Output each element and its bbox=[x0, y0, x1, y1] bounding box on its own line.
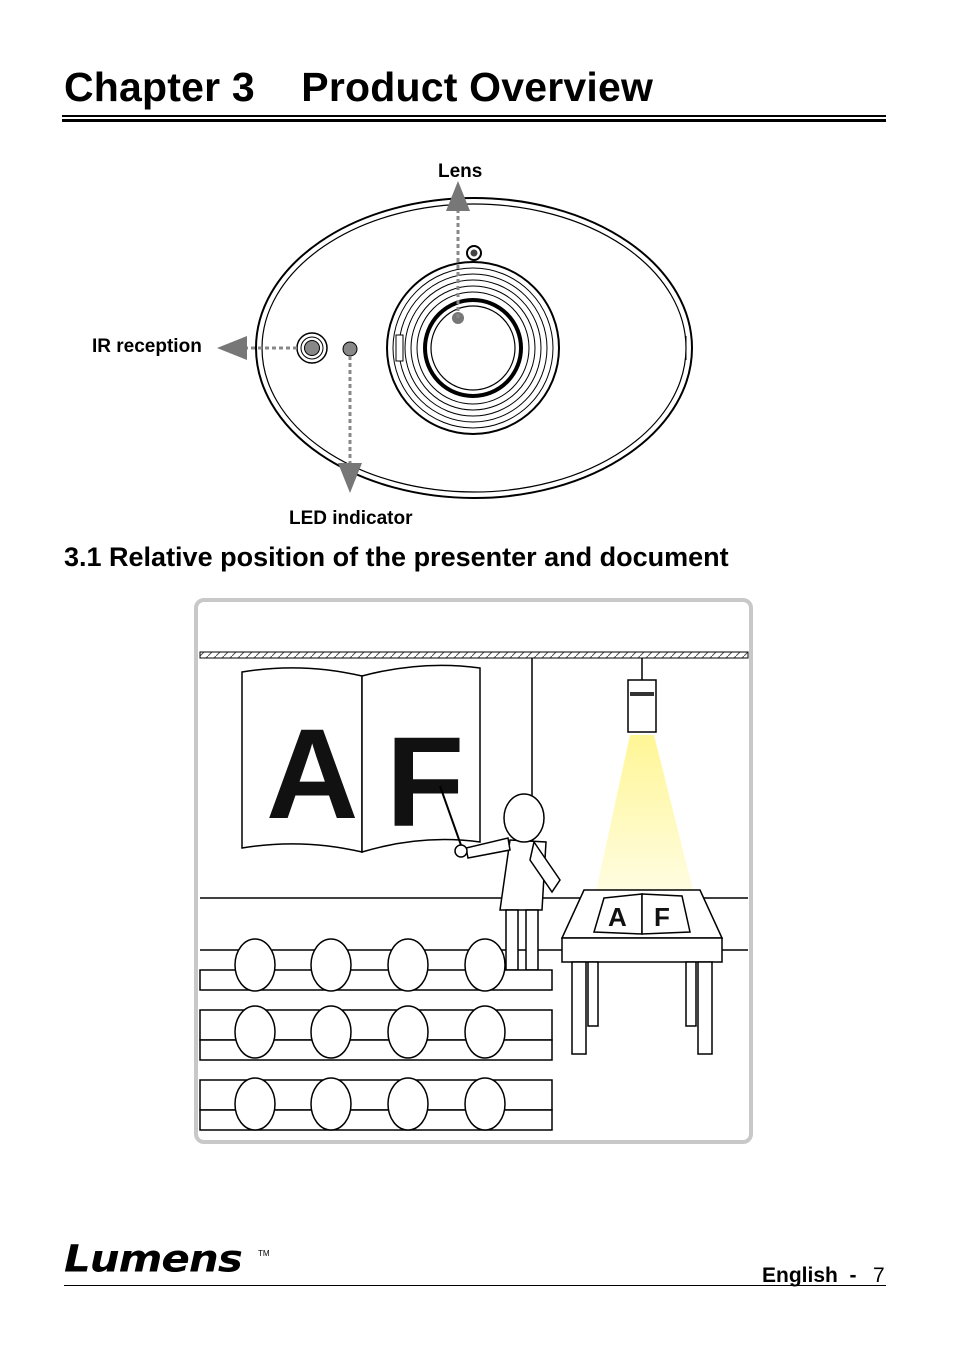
led-indicator-label: LED indicator bbox=[289, 508, 413, 529]
light-beam bbox=[592, 735, 698, 910]
doc-letter-a: A bbox=[608, 902, 627, 932]
desk bbox=[560, 889, 724, 1055]
camera-top-diagram bbox=[217, 181, 693, 499]
trademark-mark: TM bbox=[258, 1249, 270, 1258]
page-number: 7 bbox=[873, 1264, 885, 1287]
doc-letter-f: F bbox=[654, 902, 670, 932]
footer-rule bbox=[64, 1285, 886, 1286]
lumens-logo: Lumens bbox=[64, 1236, 243, 1281]
section-heading: 3.1 Relative position of the presenter a… bbox=[64, 542, 729, 572]
ir-reception-label: IR reception bbox=[92, 336, 202, 357]
board-letter-f: F bbox=[386, 711, 464, 854]
device-body-outer bbox=[255, 197, 693, 499]
chapter-title: Chapter 3 Product Overview bbox=[64, 64, 654, 110]
footer-language: English - bbox=[762, 1264, 857, 1287]
lens-label: Lens bbox=[438, 161, 483, 182]
lens-rings bbox=[386, 261, 560, 435]
audience-heads bbox=[234, 938, 506, 1131]
title-rule bbox=[62, 115, 886, 122]
board-letter-a: A bbox=[266, 703, 358, 846]
presenter bbox=[439, 785, 561, 971]
